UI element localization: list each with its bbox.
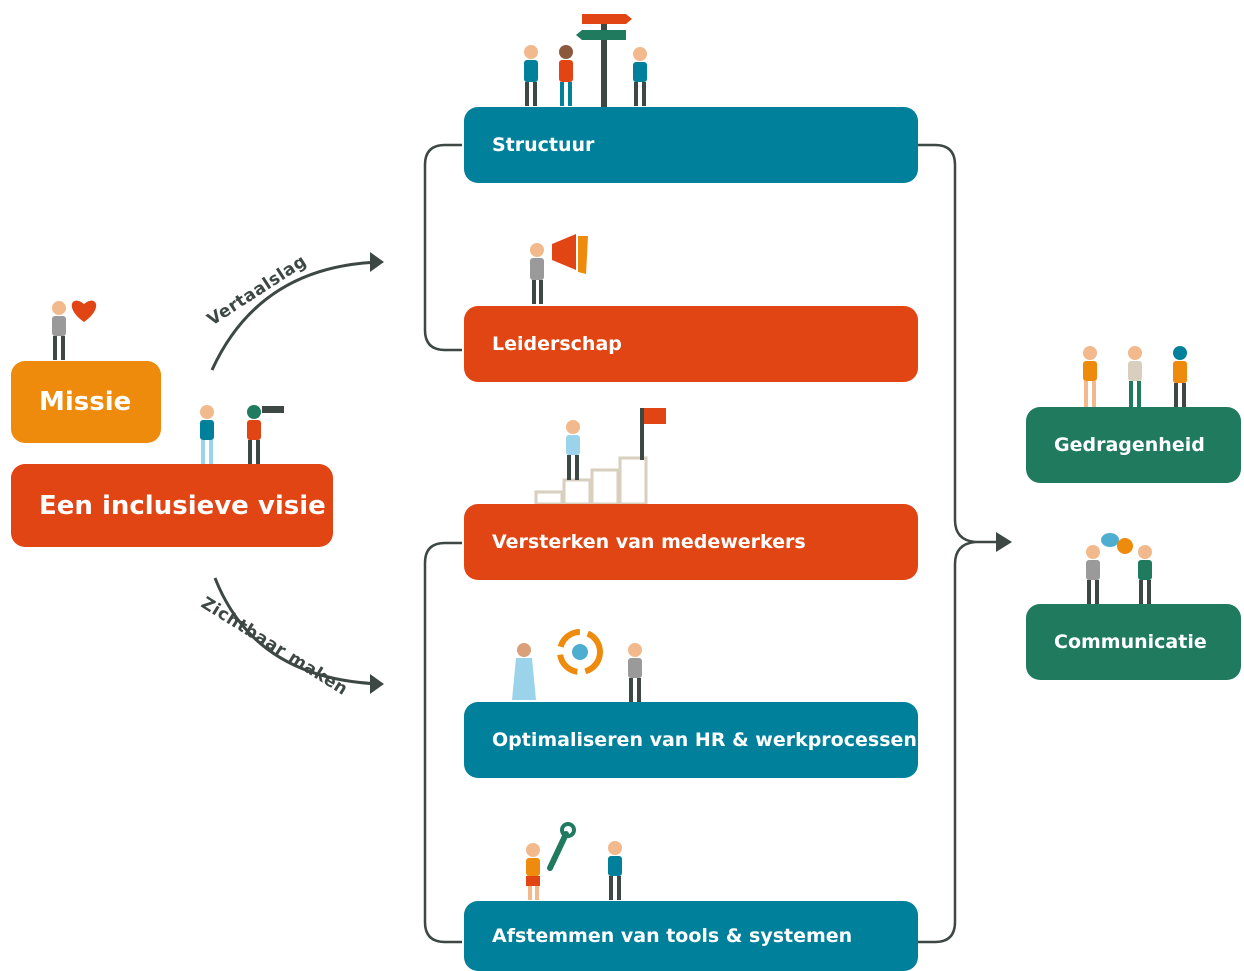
people-communicatie-icon <box>1086 533 1152 604</box>
arrowhead-right <box>996 532 1012 552</box>
bracket-bottom-left <box>423 541 462 944</box>
label-vertaalslag: Vertaalslag <box>204 251 311 330</box>
box-structuur: Structuur <box>464 107 918 183</box>
vision-box: Een inclusieve visie <box>11 464 333 547</box>
bracket-right <box>918 143 1008 544</box>
people-tools-icon <box>526 822 622 900</box>
box-communicatie-label: Communicatie <box>1054 631 1207 653</box>
stairs-flag-icon <box>534 408 666 506</box>
people-gedragenheid-icon <box>1083 346 1187 407</box>
vision-label: Een inclusieve visie <box>39 490 326 521</box>
box-gedragenheid-label: Gedragenheid <box>1054 434 1205 456</box>
box-leiderschap: Leiderschap <box>464 306 918 382</box>
box-leiderschap-label: Leiderschap <box>492 333 622 355</box>
mission-box: Missie <box>11 361 161 443</box>
box-optimaliseren: Optimaliseren van HR & werkprocessen <box>464 702 918 778</box>
box-structuur-label: Structuur <box>492 134 595 156</box>
box-communicatie: Communicatie <box>1026 604 1241 680</box>
box-optimaliseren-label: Optimaliseren van HR & werkprocessen <box>492 729 917 751</box>
mission-label: Missie <box>39 387 132 417</box>
bracket-top-left <box>423 143 462 352</box>
arrow-vertaalslag <box>210 252 384 371</box>
arrow-zichtbaar-maken <box>213 577 384 694</box>
box-afstemmen: Afstemmen van tools & systemen <box>464 901 918 971</box>
label-zichtbaar-maken: Zichtbaar maken <box>197 593 351 700</box>
bracket-right-lower <box>918 540 976 944</box>
gear-cycle-icon <box>512 629 642 702</box>
box-versterken: Versterken van medewerkers <box>464 504 918 580</box>
leader-megaphone-icon <box>530 234 588 304</box>
box-afstemmen-label: Afstemmen van tools & systemen <box>492 925 853 947</box>
mission-person-heart-icon <box>52 300 97 360</box>
box-versterken-label: Versterken van medewerkers <box>492 531 806 553</box>
box-gedragenheid: Gedragenheid <box>1026 407 1241 483</box>
vision-people-telescope-icon <box>200 405 284 464</box>
people-structuur-icon <box>524 14 647 107</box>
